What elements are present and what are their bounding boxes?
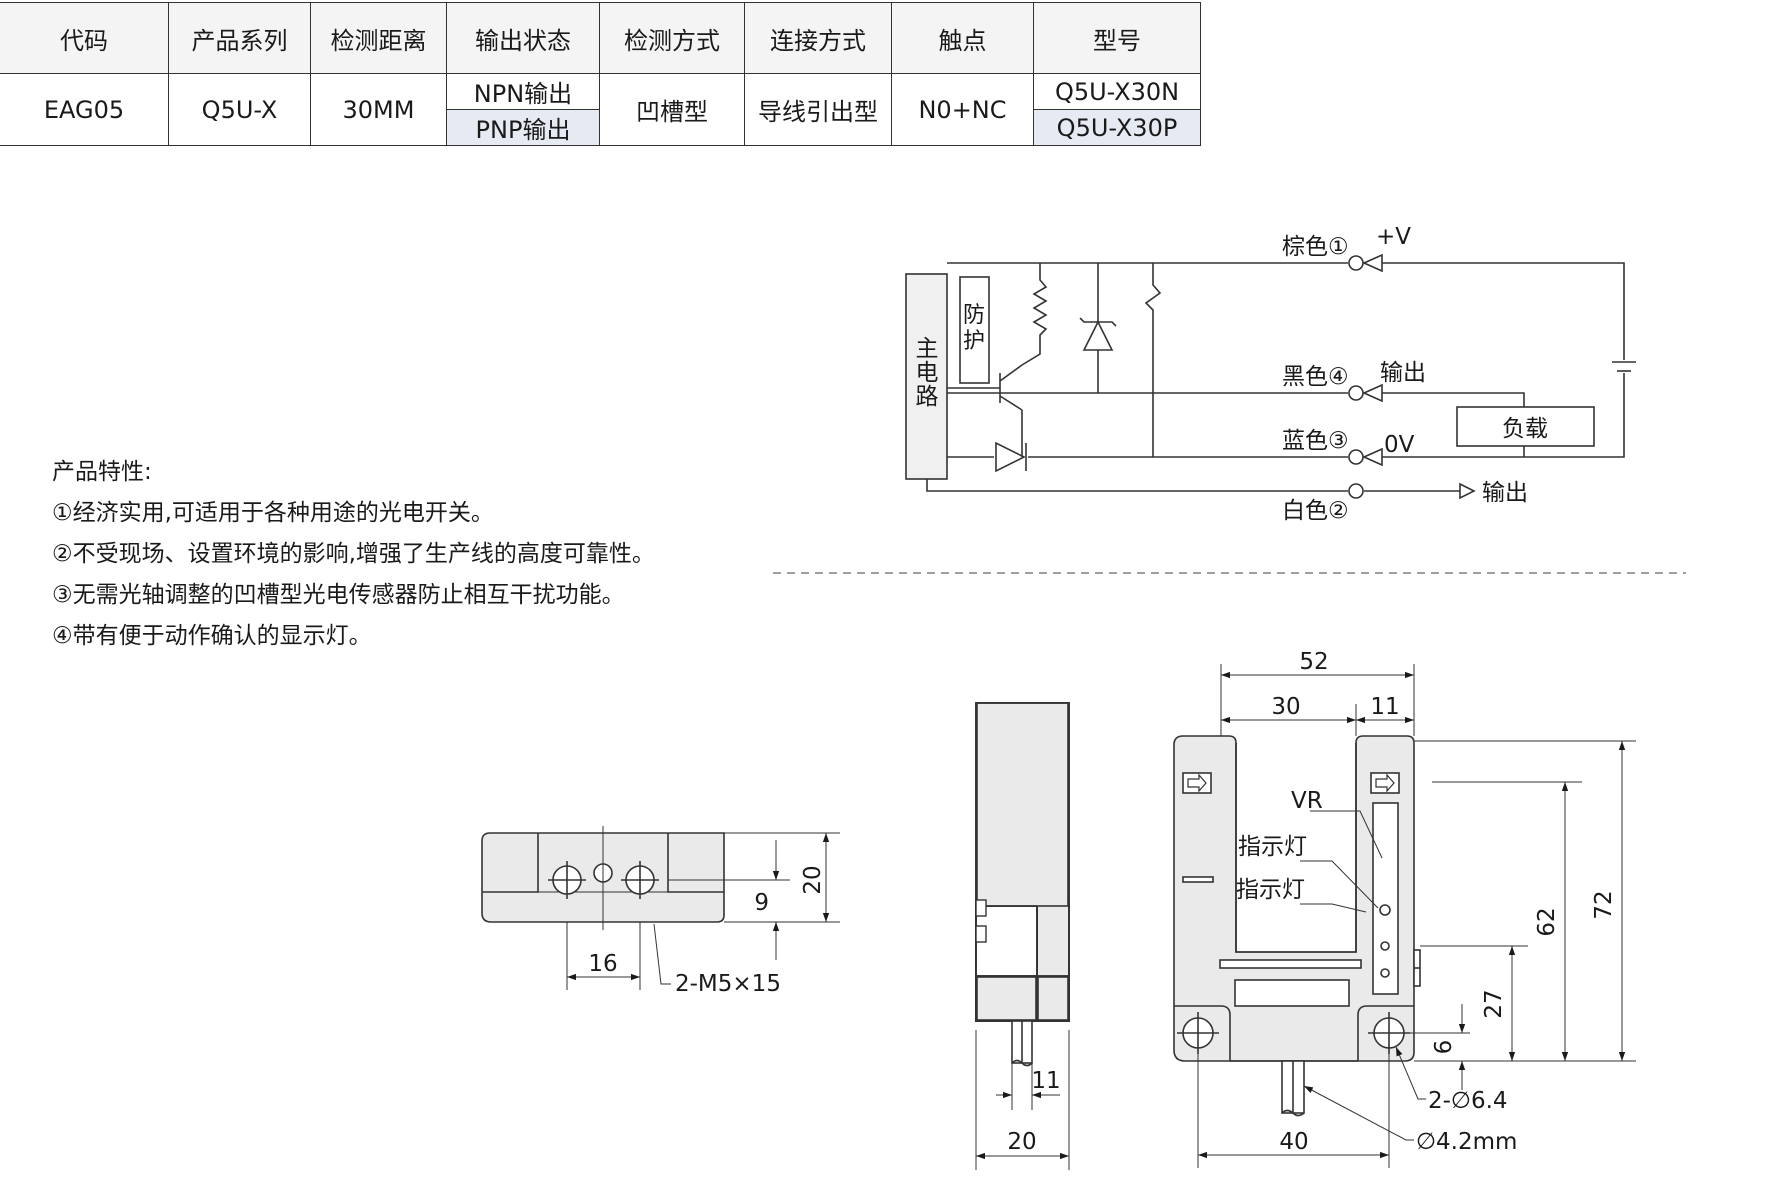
- dim-27: 27: [1481, 989, 1507, 1018]
- cell-output-npn: NPN输出: [446, 73, 600, 110]
- cell-series: Q5U-X: [168, 73, 311, 146]
- cell-output-pnp: PNP输出: [446, 109, 600, 146]
- zero-v-label: 0V: [1384, 432, 1415, 458]
- dim-20: 20: [800, 865, 826, 894]
- feature-item: ③无需光轴调整的凹槽型光电传感器防止相互干扰功能。: [52, 582, 625, 608]
- output2-label: 输出: [1482, 480, 1528, 506]
- cell-detect-method: 凹槽型: [599, 73, 745, 146]
- cell-model-pnp: Q5U-X30P: [1033, 109, 1201, 146]
- table-row: PNP输出 Q5U-X30P: [0, 109, 1201, 146]
- terminal-blue: [1348, 449, 1364, 465]
- dim-52: 52: [1299, 649, 1328, 675]
- header-distance: 检测距离: [310, 2, 447, 74]
- zener-right: [1144, 263, 1162, 457]
- protect-label: 防护: [963, 303, 985, 354]
- holes-label: 2-∅6.4: [1428, 1088, 1508, 1114]
- wire-blue-label: 蓝色③: [1282, 428, 1349, 454]
- terminal-brown: [1348, 255, 1364, 271]
- feature-item: ②不受现场、设置环境的影响,增强了生产线的高度可靠性。: [52, 541, 655, 567]
- wire-brown-label: 棕色①: [1282, 234, 1349, 260]
- terminal-black: [1348, 385, 1364, 401]
- plus-v-label: +V: [1376, 224, 1411, 250]
- side-view-drawing: [975, 702, 1070, 1170]
- cell-code: EAG05: [0, 73, 169, 146]
- dim-30: 30: [1271, 694, 1300, 720]
- indicator-strip: [1372, 802, 1399, 995]
- front-view-drawing: [1173, 664, 1636, 1168]
- wiring-diagram: [905, 253, 1636, 500]
- dim-72: 72: [1591, 890, 1617, 919]
- top-view-drawing: [481, 826, 840, 990]
- wire-black-label: 黑色④: [1282, 364, 1349, 390]
- side-tabs-final: [975, 899, 987, 943]
- rail-white-output: [926, 479, 1348, 492]
- dim-9: 9: [754, 890, 769, 916]
- dim-16: 16: [588, 951, 617, 977]
- table-row: EAG05 Q5U-X 30MM NPN输出 凹槽型 导线引出型 N0+NC Q…: [0, 73, 1201, 146]
- feature-item: ①经济实用,可适用于各种用途的光电开关。: [52, 500, 494, 526]
- cell-distance: 30MM: [310, 73, 447, 146]
- dim-62: 62: [1534, 907, 1560, 936]
- top-view-labels: 16 9 20 2-M5×15: [588, 865, 826, 997]
- header-connect-method: 连接方式: [744, 2, 892, 74]
- header-contact: 触点: [891, 2, 1034, 74]
- side-dim-11: 11: [1031, 1068, 1060, 1094]
- indicator-label-1: 指示灯: [1238, 834, 1307, 860]
- cell-contact: N0+NC: [891, 73, 1034, 146]
- load-label: 负载: [1502, 416, 1548, 442]
- header-code: 代码: [0, 2, 169, 74]
- load-box: [1456, 406, 1595, 447]
- resistor-zigzag: [1032, 263, 1048, 345]
- cable-label: ∅4.2mm: [1416, 1129, 1517, 1155]
- table-header-row: 代码 产品系列 检测距离 输出状态 检测方式 连接方式 触点 型号: [0, 2, 1201, 74]
- header-output: 输出状态: [446, 2, 600, 74]
- features-list: 产品特性: ①经济实用,可适用于各种用途的光电开关。 ②不受现场、设置环境的影响…: [52, 452, 655, 657]
- dim-40: 40: [1279, 1129, 1308, 1155]
- side-view-labels: 11 20: [1007, 1068, 1060, 1155]
- cell-model-npn: Q5U-X30N: [1033, 73, 1201, 110]
- header-model: 型号: [1033, 2, 1201, 74]
- front-dim-11: 11: [1370, 694, 1399, 720]
- main-circuit-label: 主电路: [916, 336, 939, 410]
- protection-block: [959, 276, 990, 384]
- dim-6: 6: [1431, 1040, 1457, 1055]
- vr-label: VR: [1291, 788, 1323, 814]
- spec-table: 代码 产品系列 检测距离 输出状态 检测方式 连接方式 触点 型号 EAG05 …: [0, 2, 1201, 146]
- wiring-labels: 主电路 防护 棕色① +V 黑色④ 输出 蓝色③ 0V 白色② 输出 负载: [916, 224, 1549, 524]
- feature-item: ④带有便于动作确认的显示灯。: [52, 623, 372, 649]
- wire-white-label: 白色②: [1282, 498, 1349, 524]
- front-view-labels: 52 30 11 72 62 27 6 40 2-∅6.4 ∅4.2mm VR …: [1236, 649, 1617, 1155]
- thread-label: 2-M5×15: [675, 971, 781, 997]
- side-dim-20: 20: [1007, 1129, 1036, 1155]
- main-circuit-block: [905, 273, 948, 480]
- features-title: 产品特性:: [52, 459, 152, 485]
- indicator-label-2: 指示灯: [1236, 877, 1305, 903]
- diode-symbol: [995, 441, 1026, 473]
- output-label: 输出: [1380, 360, 1426, 386]
- terminal-white: [1348, 483, 1364, 499]
